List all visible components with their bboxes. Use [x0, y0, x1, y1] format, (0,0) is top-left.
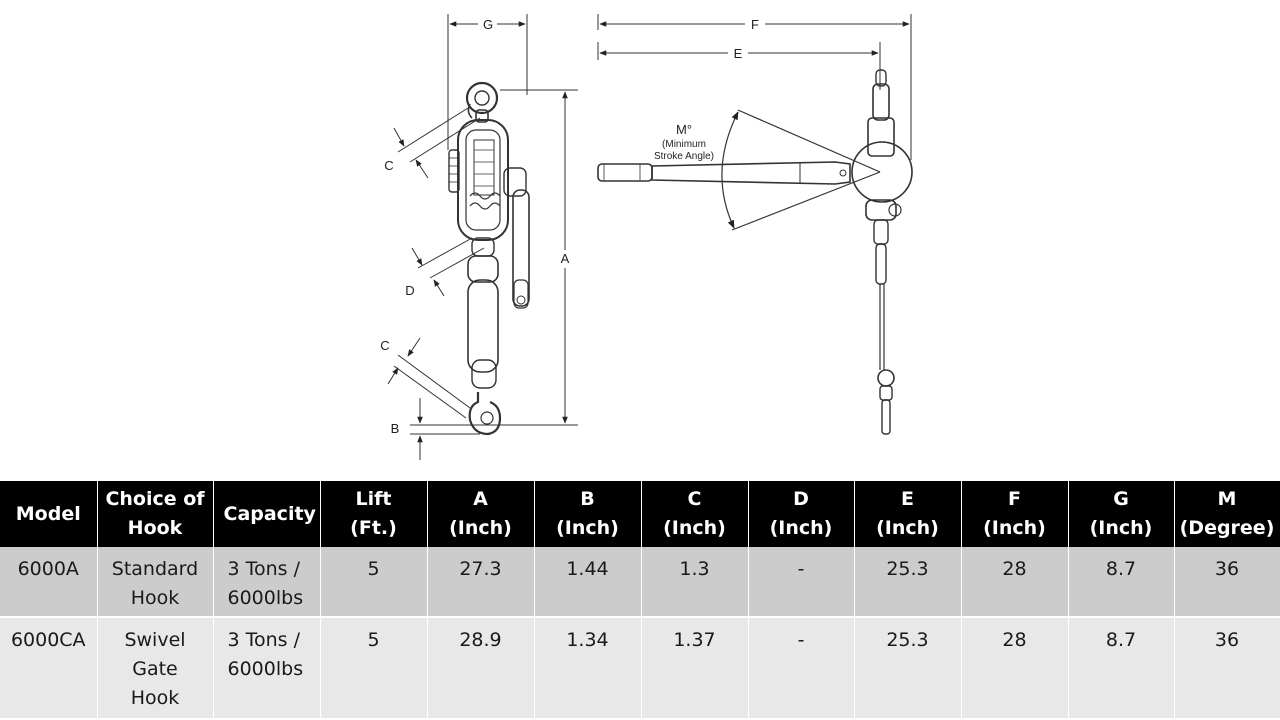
- cell-c: 1.3: [641, 547, 749, 619]
- cell-f: 28: [961, 617, 1069, 720]
- cell-m: 36: [1174, 617, 1280, 720]
- header-e: E (Inch): [854, 481, 962, 547]
- header-m: M (Degree): [1174, 481, 1280, 547]
- header-g: G (Inch): [1068, 481, 1175, 547]
- cell-a: 27.3: [427, 547, 535, 619]
- label-e: E: [734, 46, 743, 61]
- label-c-top: C: [384, 158, 393, 173]
- header-b: B (Inch): [534, 481, 642, 547]
- header-f: F (Inch): [961, 481, 1069, 547]
- cell-g: 8.7: [1068, 617, 1175, 720]
- table-row: 6000CA Swivel Gate Hook 3 Tons / 6000lbs…: [0, 617, 1280, 720]
- cell-b: 1.34: [534, 617, 642, 720]
- header-a: A (Inch): [427, 481, 535, 547]
- label-m-note-1: (Minimum: [662, 139, 706, 150]
- label-f: F: [751, 17, 759, 32]
- cell-hook: Standard Hook: [97, 547, 214, 619]
- cell-model: 6000A: [0, 547, 98, 619]
- cell-capacity: 3 Tons / 6000lbs: [213, 547, 321, 619]
- specifications-table: Model Choice of Hook Capacity Lift (Ft.)…: [0, 481, 1280, 720]
- header-capacity: Capacity: [213, 481, 321, 547]
- label-a: A: [561, 251, 570, 266]
- label-m-note-2: Stroke Angle): [654, 151, 714, 162]
- cell-d: -: [748, 617, 855, 720]
- cell-d: -: [748, 547, 855, 619]
- header-d: D (Inch): [748, 481, 855, 547]
- table-row: 6000A Standard Hook 3 Tons / 6000lbs 5 2…: [0, 547, 1280, 619]
- front-view: [597, 14, 913, 435]
- cell-e: 25.3: [854, 617, 962, 720]
- label-b: B: [391, 421, 400, 436]
- table-header-row: Model Choice of Hook Capacity Lift (Ft.)…: [0, 481, 1280, 547]
- cell-f: 28: [961, 547, 1069, 619]
- side-view: [387, 14, 578, 460]
- cell-lift: 5: [320, 617, 428, 720]
- header-lift: Lift (Ft.): [320, 481, 428, 547]
- cell-model: 6000CA: [0, 617, 98, 720]
- hoist-dimension-diagram: G F E C D C A B M° (Minimum Stroke Angle…: [380, 14, 913, 460]
- label-m: M°: [676, 122, 692, 137]
- cell-e: 25.3: [854, 547, 962, 619]
- cell-a: 28.9: [427, 617, 535, 720]
- cell-c: 1.37: [641, 617, 749, 720]
- label-g: G: [483, 17, 493, 32]
- cell-g: 8.7: [1068, 547, 1175, 619]
- header-c: C (Inch): [641, 481, 749, 547]
- header-choice-of-hook: Choice of Hook: [97, 481, 214, 547]
- cell-b: 1.44: [534, 547, 642, 619]
- cell-capacity: 3 Tons / 6000lbs: [213, 617, 321, 720]
- header-model: Model: [0, 481, 98, 547]
- cell-lift: 5: [320, 547, 428, 619]
- cell-hook: Swivel Gate Hook: [97, 617, 214, 720]
- label-d: D: [405, 283, 414, 298]
- label-c-bottom: C: [380, 338, 389, 353]
- cell-m: 36: [1174, 547, 1280, 619]
